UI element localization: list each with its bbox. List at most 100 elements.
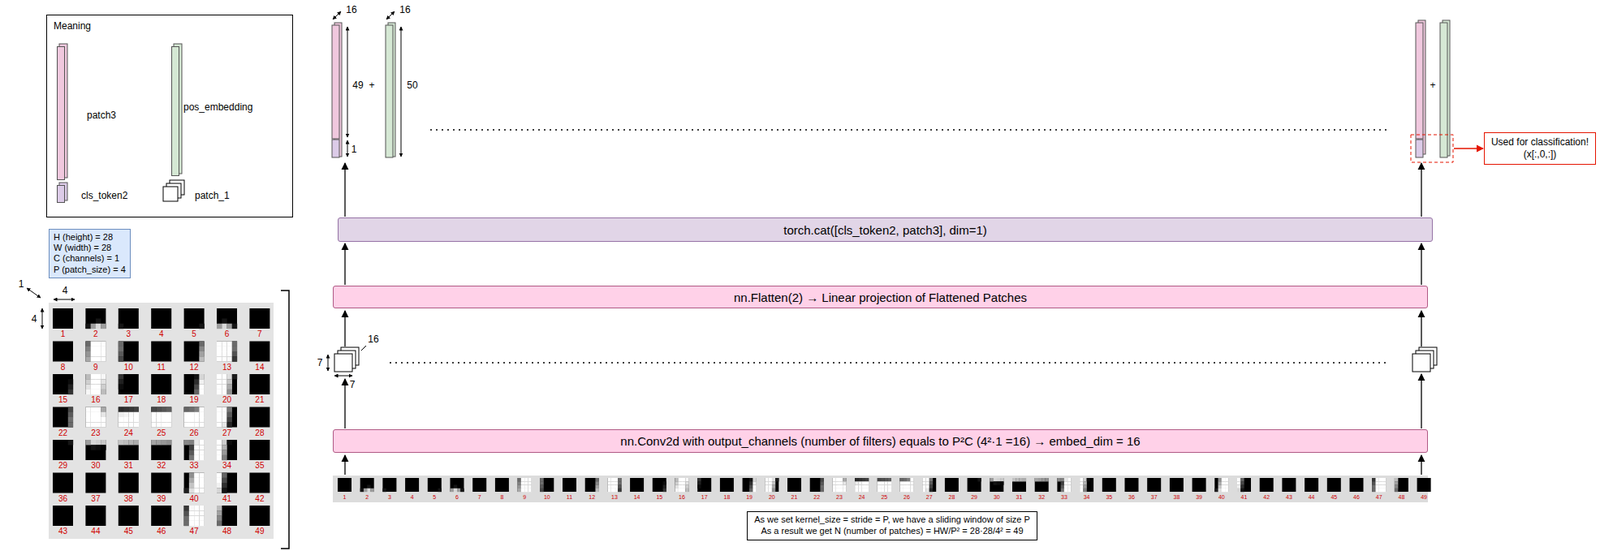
pixel [95, 389, 101, 395]
pixel [85, 422, 91, 427]
pixel [184, 407, 190, 413]
pixel [216, 439, 222, 445]
pixel [764, 478, 768, 482]
image-patch [1214, 478, 1229, 492]
pixel [1041, 478, 1045, 482]
flow-arrow [344, 455, 346, 475]
patch-number: 4 [410, 494, 415, 501]
pixel [884, 485, 888, 489]
dimension-line [53, 299, 75, 301]
pixel [161, 412, 167, 418]
pixel [842, 478, 846, 482]
image-patch [1281, 478, 1296, 492]
pixel [227, 422, 233, 427]
pixel [685, 488, 689, 492]
pixel [453, 488, 458, 492]
legend-swatch [56, 185, 65, 203]
pixel [85, 389, 91, 395]
pixel [194, 473, 199, 479]
pixel [150, 439, 156, 445]
patch-number: 9 [522, 494, 527, 501]
pixel [221, 384, 227, 390]
dimension-line [361, 345, 367, 351]
patch-background [52, 341, 74, 363]
patch-background [967, 478, 982, 492]
pixel [155, 412, 161, 418]
patch-background [52, 407, 74, 428]
patch-number: 13 [222, 363, 232, 372]
patch-background [675, 478, 690, 492]
image-patch [607, 478, 622, 492]
pixel [1015, 478, 1019, 482]
pixel [118, 407, 124, 413]
pixel [194, 439, 199, 445]
image-patch [52, 439, 74, 461]
patch-background [697, 478, 712, 492]
pixel [888, 488, 892, 492]
image-patch [216, 407, 238, 428]
pixel [771, 478, 776, 482]
pixel [194, 455, 199, 461]
pixel [775, 478, 779, 482]
image-patch [150, 308, 172, 329]
pixel [1371, 478, 1376, 482]
patch-background [652, 478, 667, 492]
pixel [819, 481, 824, 485]
pixel [85, 323, 91, 329]
patch-background [472, 478, 487, 492]
pixel [877, 488, 881, 492]
patch-number: 25 [880, 494, 888, 501]
pixel [221, 450, 227, 456]
pixel [1375, 488, 1379, 492]
patch-background [1237, 478, 1251, 492]
image-patch [877, 478, 892, 492]
image-patch [517, 478, 532, 492]
pixel [227, 374, 233, 380]
pixel [198, 356, 204, 362]
pixel [216, 483, 222, 488]
conv-layer-box: nn.Conv2d with output_channels (number o… [332, 429, 1428, 453]
image-patch [1125, 478, 1139, 492]
ellipsis-dots [430, 129, 1389, 131]
pixel [232, 323, 238, 329]
patch-grid [52, 308, 270, 527]
patch-background [184, 505, 205, 527]
pixel [884, 481, 888, 485]
pixel [607, 488, 611, 492]
pixel [1060, 485, 1065, 489]
pixel [95, 439, 101, 445]
pixel [189, 455, 195, 461]
image-patch [1394, 478, 1409, 492]
image-patch [85, 407, 106, 428]
pixel [1394, 481, 1398, 485]
pixel [842, 485, 846, 489]
image-patch [52, 308, 74, 329]
pixel [1064, 478, 1068, 482]
pixel [155, 417, 161, 423]
pixel [697, 478, 701, 482]
pixel [1221, 485, 1225, 489]
patch-background [1125, 478, 1139, 492]
pixel [877, 478, 881, 482]
patch-number: 5 [432, 494, 436, 501]
pixel [595, 478, 599, 482]
patch-background [382, 478, 397, 492]
pixel [1214, 488, 1218, 492]
pixel [68, 384, 74, 390]
pixel [681, 488, 686, 492]
legend-label: patch_1 [194, 190, 230, 201]
pixel [221, 483, 227, 488]
pixel [854, 485, 859, 489]
image-patch [337, 478, 352, 492]
pixel [1221, 488, 1225, 492]
patch-background [118, 341, 139, 363]
pixel [614, 478, 618, 482]
pixel [221, 323, 227, 329]
pixel [216, 412, 222, 418]
pixel [681, 478, 686, 482]
pixel [1240, 488, 1244, 492]
image-patch [1371, 478, 1386, 492]
patch-number: 18 [156, 396, 166, 405]
node-text: P (patch_size) = 4 [53, 264, 126, 276]
patch-number: 38 [124, 495, 134, 504]
